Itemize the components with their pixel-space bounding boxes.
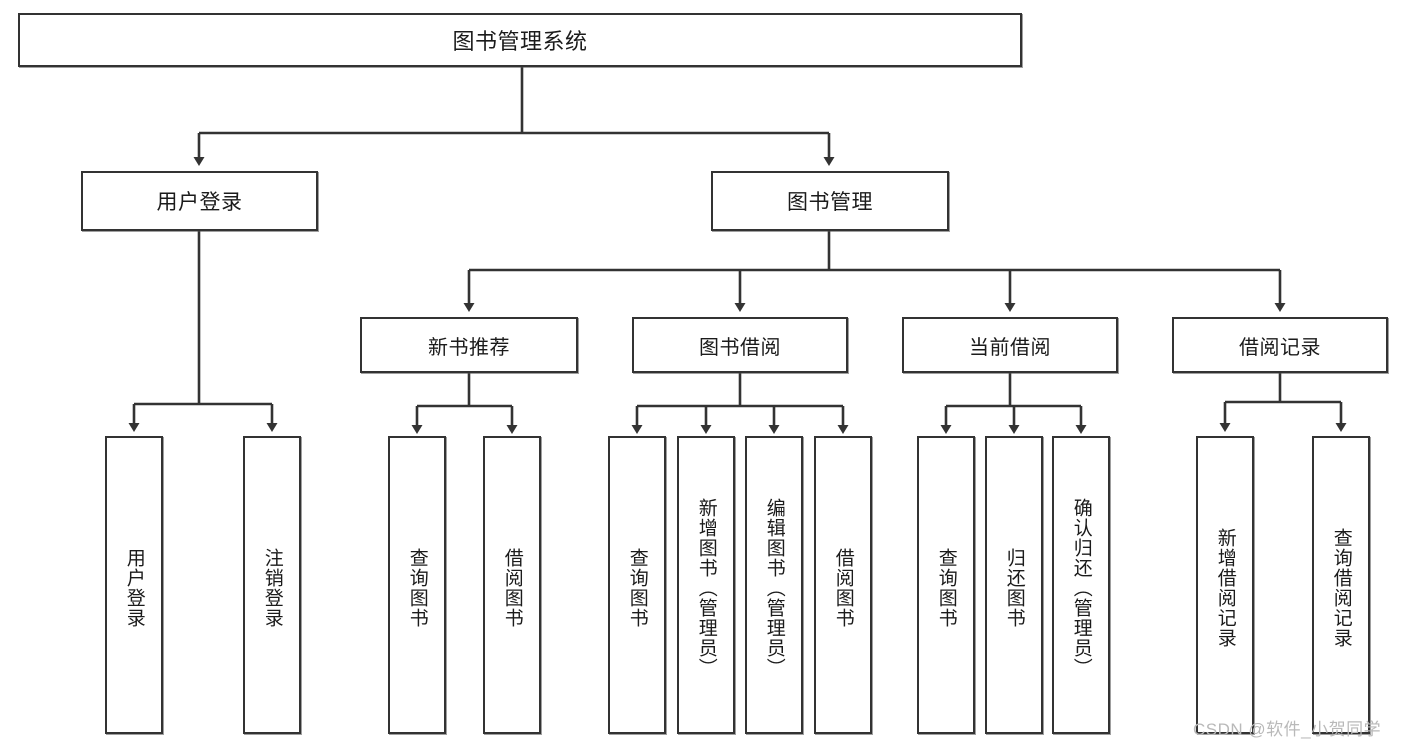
node-leaf-add-book-admin-label: 新增图书（管理员） (695, 498, 717, 678)
node-sub-new-book-recommend[interactable]: 新书推荐 (360, 317, 578, 373)
node-leaf-edit-book-admin[interactable]: 编辑图书（管理员） (745, 436, 803, 734)
node-leaf-edit-book-admin-label: 编辑图书（管理员） (763, 498, 785, 678)
leaf-text-wrap: 查询图书 (610, 444, 664, 732)
leaf-text-wrap: 归还图书 (987, 444, 1041, 732)
node-leaf-return-book[interactable]: 归还图书 (985, 436, 1043, 734)
node-leaf-query-borrow-record-label: 查询借阅记录 (1330, 528, 1352, 648)
node-leaf-query-borrow-record[interactable]: 查询借阅记录 (1312, 436, 1370, 734)
node-leaf-query-book-recommend-label: 查询图书 (406, 548, 428, 628)
leaf-text-wrap: 借阅图书 (816, 444, 870, 732)
leaf-text-wrap: 新增图书（管理员） (679, 444, 733, 732)
node-leaf-confirm-return-admin-label: 确认归还（管理员） (1070, 498, 1092, 678)
node-root[interactable]: 图书管理系统 (18, 13, 1022, 67)
node-leaf-user-login[interactable]: 用户登录 (105, 436, 163, 734)
node-sub-current-borrow[interactable]: 当前借阅 (902, 317, 1118, 373)
node-sub-new-book-recommend-label: 新书推荐 (428, 336, 510, 359)
node-leaf-query-book-borrow[interactable]: 查询图书 (608, 436, 666, 734)
node-sub-borrow-record[interactable]: 借阅记录 (1172, 317, 1388, 373)
leaf-text-wrap: 借阅图书 (485, 444, 539, 732)
node-leaf-query-book-current-label: 查询图书 (935, 548, 957, 628)
node-leaf-user-login-label: 用户登录 (123, 548, 145, 628)
leaf-text-wrap: 查询借阅记录 (1314, 444, 1368, 732)
node-leaf-logout-label: 注销登录 (261, 548, 283, 628)
leaf-text-wrap: 编辑图书（管理员） (747, 444, 801, 732)
node-branch-book-management[interactable]: 图书管理 (711, 171, 949, 231)
node-leaf-add-book-admin[interactable]: 新增图书（管理员） (677, 436, 735, 734)
node-leaf-query-book-borrow-label: 查询图书 (626, 548, 648, 628)
node-branch-book-management-label: 图书管理 (787, 191, 873, 214)
node-sub-book-borrow[interactable]: 图书借阅 (632, 317, 848, 373)
node-sub-book-borrow-label: 图书借阅 (699, 336, 781, 359)
node-sub-borrow-record-label: 借阅记录 (1239, 336, 1321, 359)
node-sub-current-borrow-label: 当前借阅 (969, 336, 1051, 359)
node-leaf-confirm-return-admin[interactable]: 确认归还（管理员） (1052, 436, 1110, 734)
leaf-text-wrap: 新增借阅记录 (1198, 444, 1252, 732)
node-branch-user-login-label: 用户登录 (156, 191, 243, 214)
node-leaf-borrow-book-recommend[interactable]: 借阅图书 (483, 436, 541, 734)
node-leaf-add-borrow-record[interactable]: 新增借阅记录 (1196, 436, 1254, 734)
node-leaf-borrow-book[interactable]: 借阅图书 (814, 436, 872, 734)
node-leaf-logout[interactable]: 注销登录 (243, 436, 301, 734)
node-leaf-query-book-recommend[interactable]: 查询图书 (388, 436, 446, 734)
leaf-text-wrap: 查询图书 (390, 444, 444, 732)
leaf-text-wrap: 查询图书 (919, 444, 973, 732)
csdn-watermark: CSDN @软件_小贺同学 (1193, 720, 1382, 739)
leaf-text-wrap: 用户登录 (107, 444, 161, 732)
node-leaf-query-book-current[interactable]: 查询图书 (917, 436, 975, 734)
node-leaf-return-book-label: 归还图书 (1003, 548, 1025, 628)
node-leaf-borrow-book-label: 借阅图书 (832, 548, 854, 628)
node-leaf-borrow-book-recommend-label: 借阅图书 (501, 548, 523, 628)
leaf-text-wrap: 注销登录 (245, 444, 299, 732)
node-root-label: 图书管理系统 (452, 29, 588, 54)
node-branch-user-login[interactable]: 用户登录 (81, 171, 318, 231)
leaf-text-wrap: 确认归还（管理员） (1054, 444, 1108, 732)
node-leaf-add-borrow-record-label: 新增借阅记录 (1214, 528, 1236, 648)
